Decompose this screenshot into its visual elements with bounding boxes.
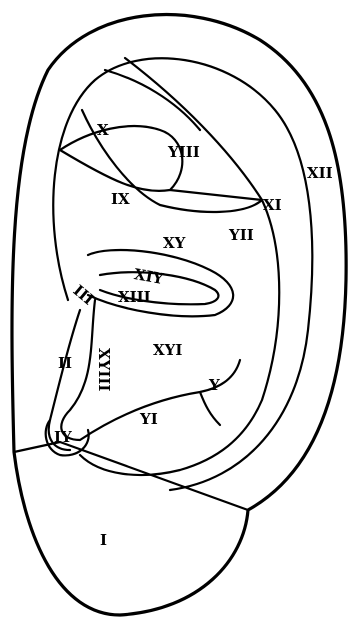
zone-label-v: Y xyxy=(208,376,220,394)
zone-label-vii: YII xyxy=(228,226,254,244)
zone-label-iii: III xyxy=(70,281,98,308)
zone-label-iv: IY xyxy=(54,428,72,446)
zone-label-xiii: XIII xyxy=(118,288,151,306)
zone-label-viii: YIII xyxy=(167,143,200,161)
helix-inner-edge xyxy=(53,58,312,490)
zone-label-xiv: XIY xyxy=(133,265,165,288)
zone-label-ii: II xyxy=(58,354,72,372)
zone-label-xii: XII xyxy=(307,164,333,182)
antitragus-notch xyxy=(200,392,220,425)
zone-label-xi: XI xyxy=(263,196,282,214)
zone-label-xvi: XYI xyxy=(153,341,182,359)
antihelix-outer xyxy=(80,58,279,475)
zone-label-vi: YI xyxy=(139,410,158,428)
fossa-shell xyxy=(60,126,182,191)
zone-label-i: I xyxy=(100,531,107,549)
diagonal-divider xyxy=(170,190,262,200)
zone-label-xv: XY xyxy=(163,234,186,252)
zone-label-ix: IX xyxy=(111,190,130,208)
zone-label-x: X xyxy=(97,121,109,139)
zone-label-xviii: XYIII xyxy=(95,348,113,391)
lobe-boundary xyxy=(14,442,248,510)
